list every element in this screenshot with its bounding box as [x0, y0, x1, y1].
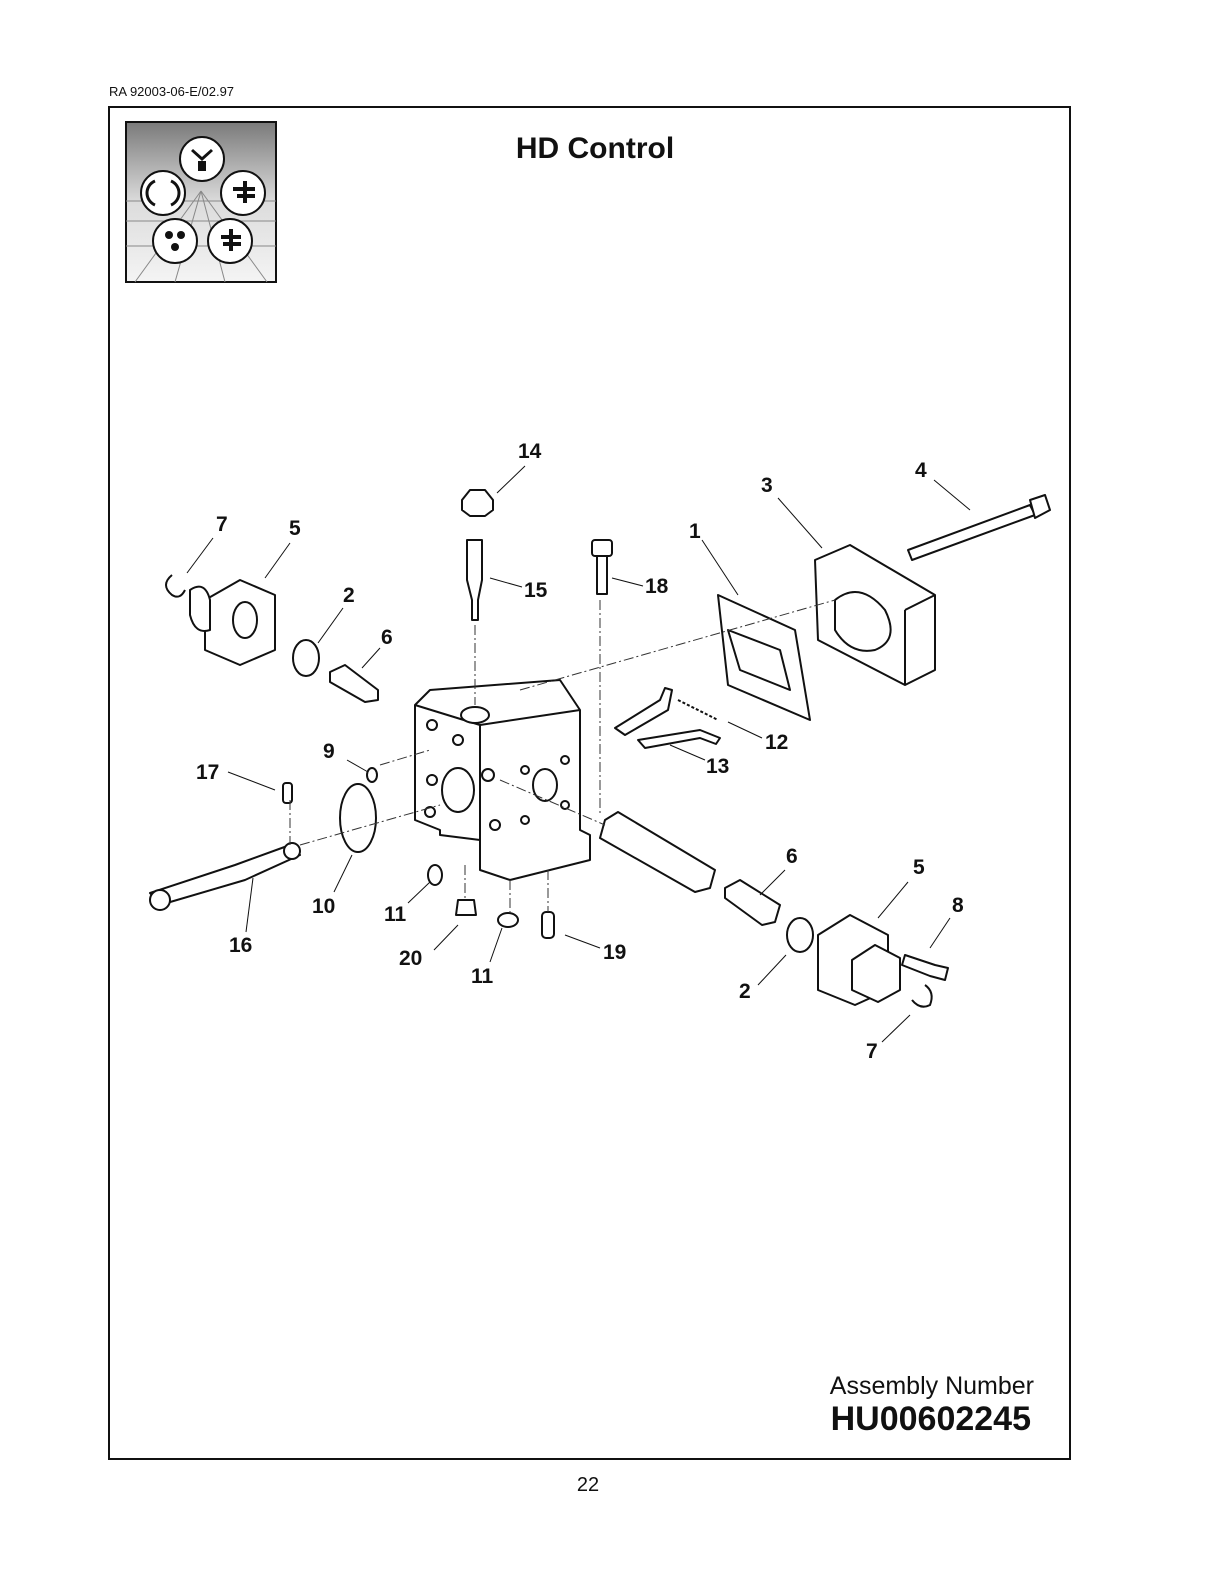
- callout-11-upper: 11: [384, 903, 407, 926]
- callout-6-left: 6: [381, 626, 393, 649]
- callout-7-right: 7: [866, 1040, 878, 1063]
- callout-6-right: 6: [786, 845, 798, 868]
- callout-5-right: 5: [913, 856, 925, 879]
- callout-16: 16: [229, 934, 253, 957]
- function-logo-icon: [125, 121, 277, 283]
- callout-15: 15: [524, 579, 548, 602]
- page-number: 22: [576, 1474, 600, 1496]
- callout-14: 14: [518, 440, 542, 463]
- callout-8: 8: [952, 894, 964, 917]
- callout-12: 12: [765, 731, 789, 754]
- callout-3: 3: [761, 474, 773, 497]
- callout-19: 19: [603, 941, 627, 964]
- callout-13: 13: [706, 755, 730, 778]
- callout-10: 10: [312, 895, 336, 918]
- callout-20: 20: [399, 947, 423, 970]
- callout-4: 4: [915, 459, 927, 482]
- callout-17: 17: [196, 761, 220, 784]
- page-title: HD Control: [515, 132, 675, 165]
- callout-7-left: 7: [216, 513, 228, 536]
- callout-9: 9: [323, 740, 335, 763]
- document-reference: RA 92003-06-E/02.97: [109, 84, 235, 99]
- callout-2-left: 2: [343, 584, 355, 607]
- hd-control-exploded-diagram: [149, 465, 1051, 1043]
- assembly-number-label: Assembly Number: [829, 1372, 1034, 1400]
- assembly-number: HU00602245: [830, 1400, 1031, 1438]
- callout-18: 18: [645, 575, 669, 598]
- callout-1: 1: [689, 520, 701, 543]
- callout-2-right: 2: [739, 980, 751, 1003]
- page-frame: [108, 106, 1071, 1460]
- callout-11-lower: 11: [471, 965, 494, 988]
- callout-5-left: 5: [289, 517, 301, 540]
